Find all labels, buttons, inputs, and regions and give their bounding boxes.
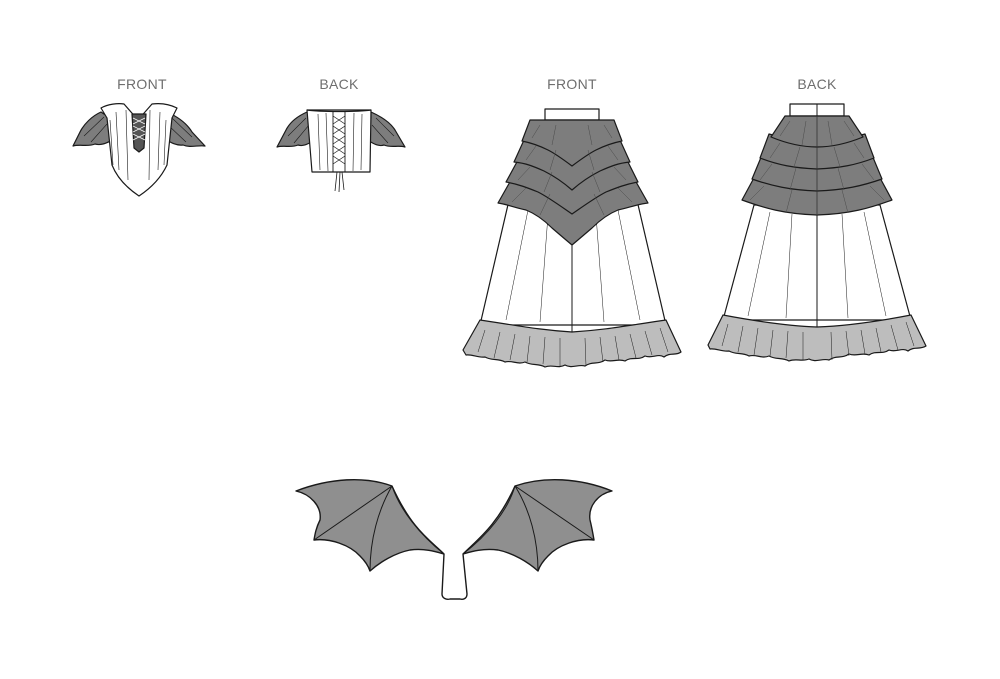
bodice-back-right-sleeve: [368, 111, 406, 148]
bodice-front-left-sleeve: [72, 111, 114, 147]
bodice-front-drawing: [72, 103, 206, 197]
bodice-back-label: BACK: [319, 76, 359, 92]
right-wing: [462, 479, 613, 572]
bodice-back-left-sleeve: [276, 111, 314, 148]
bodice-front-lace-panel: [131, 113, 147, 153]
skirt-front-drawing: [462, 108, 682, 368]
bodice-back-body: [306, 109, 372, 173]
skirt-front-label: FRONT: [547, 76, 597, 92]
skirt-back-label: BACK: [797, 76, 837, 92]
bodice-front-label: FRONT: [117, 76, 167, 92]
skirt-back-hem-ruffle: [707, 314, 927, 362]
left-wing: [295, 479, 445, 572]
skirt-front-hem-ruffle: [462, 319, 682, 368]
wing-harness: [441, 553, 468, 600]
bodice-back-drawing: [276, 109, 406, 193]
skirt-front-waistband: [544, 108, 600, 121]
skirt-front-tier-1: [521, 119, 623, 167]
bat-wings-drawing: [295, 479, 613, 600]
skirt-back-drawing: [707, 103, 927, 362]
